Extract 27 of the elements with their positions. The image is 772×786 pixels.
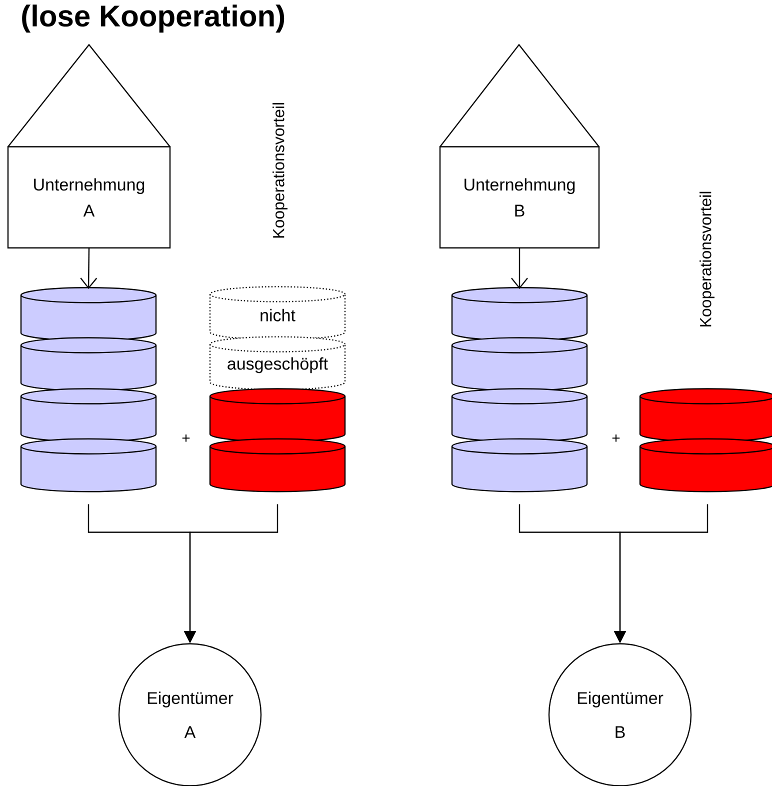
owner-text: Eigentümer xyxy=(578,692,664,708)
cylinder xyxy=(20,337,157,392)
cylinder xyxy=(20,388,157,442)
dotted-cylinder: nicht xyxy=(209,286,346,340)
owner-text: B xyxy=(616,726,625,738)
cylinder xyxy=(20,438,157,492)
cylinder xyxy=(20,287,157,342)
cylinder xyxy=(451,337,588,392)
dotted-cylinder: ausgeschöpft xyxy=(209,336,346,390)
plus-sign: + xyxy=(182,434,190,442)
cylinder xyxy=(209,438,346,492)
cylinder xyxy=(639,438,772,492)
node-label: ausgeschöpft xyxy=(228,357,328,374)
cylinder xyxy=(451,388,588,442)
node-label: nicht xyxy=(260,308,296,322)
cylinder xyxy=(209,388,346,442)
rotated-label: Kooperationsvorteil xyxy=(272,103,288,238)
cylinder xyxy=(639,388,772,442)
cylinder xyxy=(451,287,588,342)
plus-sign: + xyxy=(612,434,620,442)
owner-text: A xyxy=(184,726,196,738)
arrow xyxy=(80,248,98,290)
arrow xyxy=(511,248,528,290)
cylinder xyxy=(451,438,588,492)
owner-text: Eigentümer xyxy=(148,692,234,708)
title: (lose Kooperation) xyxy=(22,4,284,33)
rotated-label: Kooperationsvorteil xyxy=(700,192,714,326)
